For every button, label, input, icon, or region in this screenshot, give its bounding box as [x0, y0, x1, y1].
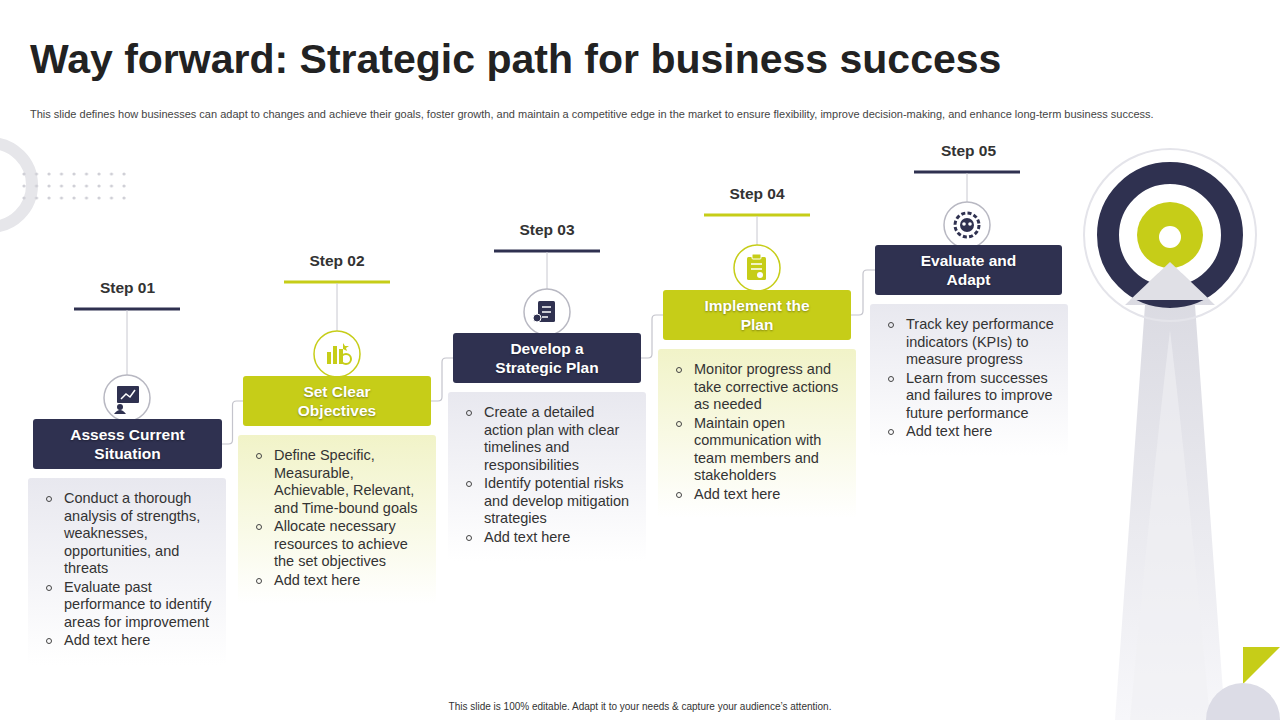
bullet-marker [888, 429, 894, 435]
step-title: Set Clear Objectives [276, 382, 398, 420]
bullet-marker [676, 421, 682, 427]
bullet-text: Add text here [274, 572, 424, 590]
bullet-marker [256, 578, 262, 584]
icon-plan [533, 301, 555, 322]
target-outer [1084, 149, 1256, 321]
step-heading-box: Step 04Implement the Plan [663, 290, 851, 340]
bullet-text: Evaluate past performance to identify ar… [64, 579, 214, 632]
step-detail-panel: Conduct a thorough analysis of strengths… [28, 478, 226, 665]
step-detail-panel: Monitor progress and take corrective act… [658, 349, 856, 518]
icon-evaluate [955, 213, 979, 237]
slide-caption: This slide defines how businesses can ad… [30, 107, 1220, 121]
icon-analysis [114, 386, 139, 414]
bullet-marker [888, 322, 894, 328]
step-label: Step 02 [223, 252, 451, 270]
step-title: Develop a Strategic Plan [486, 339, 608, 377]
step-label: Step 05 [855, 142, 1082, 160]
bullet-marker [256, 453, 262, 459]
bullet-text: Conduct a thorough analysis of strengths… [64, 490, 214, 578]
step-detail-panel: Define Specific, Measurable, Achievable,… [238, 435, 436, 604]
bullet-text: Monitor progress and take corrective act… [694, 361, 844, 414]
bullet-marker [256, 524, 262, 530]
step-heading-box: Step 05Evaluate and Adapt [875, 245, 1062, 295]
step-title: Evaluate and Adapt [908, 251, 1030, 289]
bullet-text: Track key performance indicators (KPIs) … [906, 316, 1056, 369]
bullet-text: Add text here [484, 529, 634, 547]
target-dot [1159, 226, 1181, 248]
bullet-text: Add text here [906, 423, 1056, 441]
corner-semicircle [1206, 683, 1280, 720]
slide-title: Way forward: Strategic path for business… [30, 36, 1001, 83]
bullet-text: Allocate necessary resources to achieve … [274, 518, 424, 571]
step-title: Implement the Plan [696, 296, 818, 334]
up-arrow [1115, 262, 1225, 720]
bullet-marker [676, 492, 682, 498]
target-center [1137, 202, 1203, 268]
step-detail-panel: Track key performance indicators (KPIs) … [870, 304, 1068, 456]
bullet-marker [888, 376, 894, 382]
bullet-marker [466, 410, 472, 416]
step-title: Assess Current Situation [67, 425, 189, 463]
arrow-trail [1130, 330, 1210, 720]
icon-implement [747, 254, 766, 280]
arrow-tip [1130, 262, 1210, 300]
footer-note: This slide is 100% editable. Adapt it to… [0, 701, 1280, 712]
bullet-marker [676, 367, 682, 373]
bullet-text: Identify potential risks and develop mit… [484, 475, 634, 528]
dot-grid [20, 170, 132, 202]
step-heading-box: Step 02Set Clear Objectives [243, 376, 431, 426]
bullet-marker [46, 585, 52, 591]
bullet-text: Add text here [694, 486, 844, 504]
bullet-marker [46, 638, 52, 644]
bullet-text: Define Specific, Measurable, Achievable,… [274, 447, 424, 517]
step-label: Step 03 [433, 221, 661, 239]
icon-objective [327, 343, 351, 364]
bullet-text: Maintain open communication with team me… [694, 415, 844, 485]
bullet-text: Create a detailed action plan with clear… [484, 404, 634, 474]
bullet-marker [466, 481, 472, 487]
icon-circles [104, 202, 990, 421]
step-detail-panel: Create a detailed action plan with clear… [448, 392, 646, 561]
bullet-marker [466, 535, 472, 541]
step-heading-box: Step 01Assess Current Situation [33, 419, 222, 469]
bullet-text: Learn from successes and failures to imp… [906, 370, 1056, 423]
bullet-text: Add text here [64, 632, 214, 650]
corner-triangle [1243, 647, 1280, 684]
step-label: Step 01 [13, 279, 242, 297]
bullet-marker [46, 496, 52, 502]
step-heading-box: Step 03Develop a Strategic Plan [453, 333, 641, 383]
step-label: Step 04 [643, 185, 871, 203]
